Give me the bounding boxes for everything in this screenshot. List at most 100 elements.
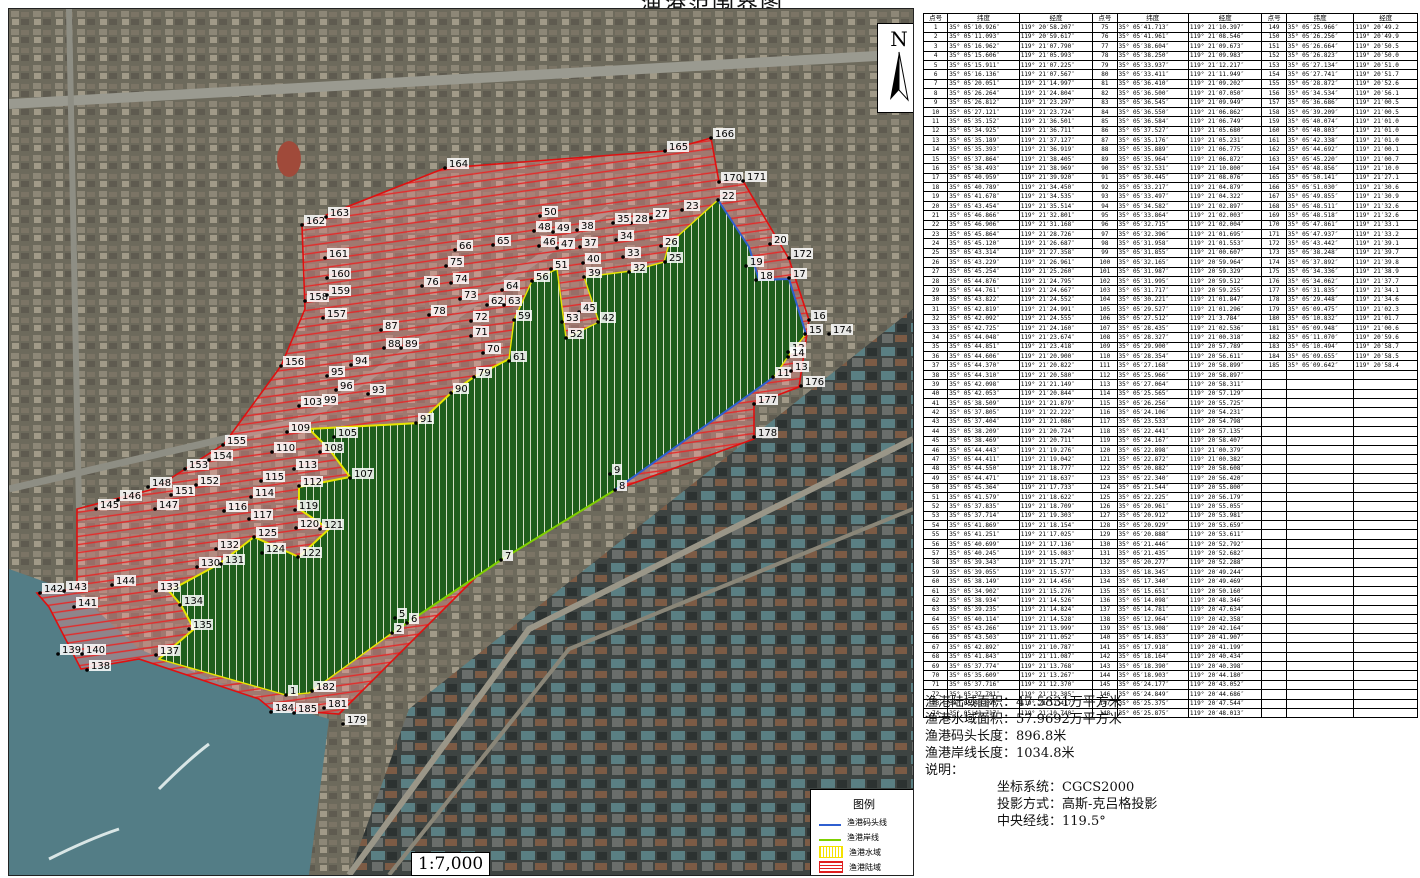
table-cell: 176 <box>1261 275 1287 287</box>
table-cell: 35° 05′41.843″ <box>947 651 1020 662</box>
table-cell: 119° 21′39.7 <box>1353 247 1418 259</box>
map-canvas[interactable]: 1256789111213141516171819202223252627283… <box>9 9 913 875</box>
table-cell: 35° 05′39.209″ <box>1285 106 1355 118</box>
boundary-point-marker <box>787 276 791 280</box>
boundary-point-marker <box>807 318 811 322</box>
boundary-point-label: 182 <box>316 682 335 693</box>
table-header-cell: 纬度 <box>947 12 1020 24</box>
table-cell: 119° 21′05.231″ <box>1187 135 1263 146</box>
point-label-bg <box>536 221 552 232</box>
boundary-point-label: 87 <box>385 321 398 332</box>
table-cell <box>1261 642 1287 653</box>
table-cell: 119° 21′24.667″ <box>1018 285 1094 296</box>
table-cell: 35° 05′21.435″ <box>1116 548 1189 559</box>
table-cell: 35° 05′37.805″ <box>947 407 1020 418</box>
boundary-point-marker <box>649 216 653 220</box>
table-cell: 35° 05′30.221″ <box>1116 294 1189 306</box>
table-cell: 35° 05′36.500″ <box>1116 88 1189 99</box>
point-label-bg <box>301 476 323 487</box>
point-label-bg <box>329 366 345 377</box>
boundary-point-marker <box>178 603 182 607</box>
boundary-point-marker <box>611 221 615 225</box>
table-cell: 119° 21′04.322″ <box>1187 191 1263 202</box>
table-cell: 35° 05′09.475″ <box>1285 304 1355 315</box>
boundary-point-marker <box>564 336 568 340</box>
table-cell <box>1353 707 1418 719</box>
point-label-bg <box>409 613 419 624</box>
table-cell: 119° 21′20.724″ <box>1018 426 1094 437</box>
table-cell <box>1285 632 1355 644</box>
boundary-point-label: 144 <box>116 576 135 587</box>
map-view[interactable]: 1256789111213141516171819202223252627283… <box>8 8 914 876</box>
legend-item: 渔港陆域 <box>819 861 881 873</box>
table-header-cell: 经度 <box>1353 12 1418 24</box>
table-cell: 35° 05′20.277″ <box>1116 557 1189 569</box>
table-cell: 119° 20′53.659″ <box>1187 520 1263 531</box>
table-cell: 119° 20′49.9 <box>1353 31 1418 43</box>
table-cell: 35° 05′46.906″ <box>947 219 1020 231</box>
table-cell <box>1261 482 1287 493</box>
boundary-point-label: 61 <box>513 352 526 363</box>
table-cell: 6 <box>922 69 949 80</box>
table-cell: 139 <box>1092 623 1118 634</box>
table-cell: 89 <box>1092 153 1118 165</box>
boundary-point-label: 27 <box>655 209 668 220</box>
table-cell <box>1353 595 1418 606</box>
point-label-bg <box>274 442 296 453</box>
table-cell: 161 <box>1261 135 1287 146</box>
table-cell: 35° 05′26.264″ <box>947 88 1020 99</box>
table-cell: 119° 21′10.397″ <box>1187 22 1263 33</box>
point-label-bg <box>304 215 326 226</box>
point-label-bg <box>251 509 273 520</box>
table-cell <box>1261 707 1287 719</box>
boundary-point-marker <box>507 359 511 363</box>
legend-symbol-icon <box>819 846 843 858</box>
table-cell: 35° 05′44.048″ <box>947 332 1020 343</box>
table-cell: 35° 05′43.503″ <box>947 632 1020 644</box>
table-cell: 119° 21′39.920″ <box>1018 172 1094 184</box>
table-cell: 119° 20′53.981″ <box>1187 510 1263 522</box>
table-cell: 119° 21′00.7 <box>1353 153 1418 165</box>
table-cell: 35° 05′47.937″ <box>1285 228 1355 240</box>
point-label-bg <box>253 487 275 498</box>
boundary-point-label: 45 <box>583 303 596 314</box>
table-cell <box>1261 510 1287 522</box>
boundary-point-label: 116 <box>228 502 247 513</box>
table-cell: 35° 05′26.256″ <box>1116 397 1189 409</box>
table-cell: 27 <box>922 266 949 277</box>
table-cell <box>1285 416 1355 428</box>
table-cell: 119° 21′21.149″ <box>1018 379 1094 390</box>
table-cell: 119° 21′07.225″ <box>1018 59 1094 71</box>
table-cell <box>1285 520 1355 531</box>
boundary-point-marker <box>249 495 253 499</box>
table-cell: 119° 21′27.358″ <box>1018 247 1094 259</box>
point-label-bg <box>66 581 88 592</box>
table-cell: 119° 21′02.003″ <box>1187 210 1263 221</box>
table-cell: 35° 05′48.518″ <box>1285 210 1355 221</box>
table-cell: 63 <box>922 604 949 616</box>
point-label-bg <box>198 475 220 486</box>
table-cell: 134 <box>1092 576 1118 587</box>
table-cell: 119° 21′11.052″ <box>1018 632 1094 644</box>
boundary-point-label: 6 <box>411 614 417 625</box>
boundary-point-marker <box>321 316 325 320</box>
table-cell: 122 <box>1092 463 1118 475</box>
legend-symbol-icon <box>819 861 843 873</box>
table-cell: 69 <box>922 660 949 672</box>
boundary-point-marker <box>741 179 745 183</box>
boundary-point-label: 49 <box>557 223 570 234</box>
boundary-point-marker <box>219 562 223 566</box>
table-cell: 119° 21′07.050″ <box>1187 88 1263 99</box>
table-cell: 35° 05′37.835″ <box>947 501 1020 512</box>
point-label-bg <box>386 338 402 349</box>
table-cell: 3 <box>922 41 949 52</box>
table-cell: 119° 21′20.900″ <box>1018 351 1094 362</box>
table-cell: 35° 05′10.494″ <box>1285 341 1355 353</box>
